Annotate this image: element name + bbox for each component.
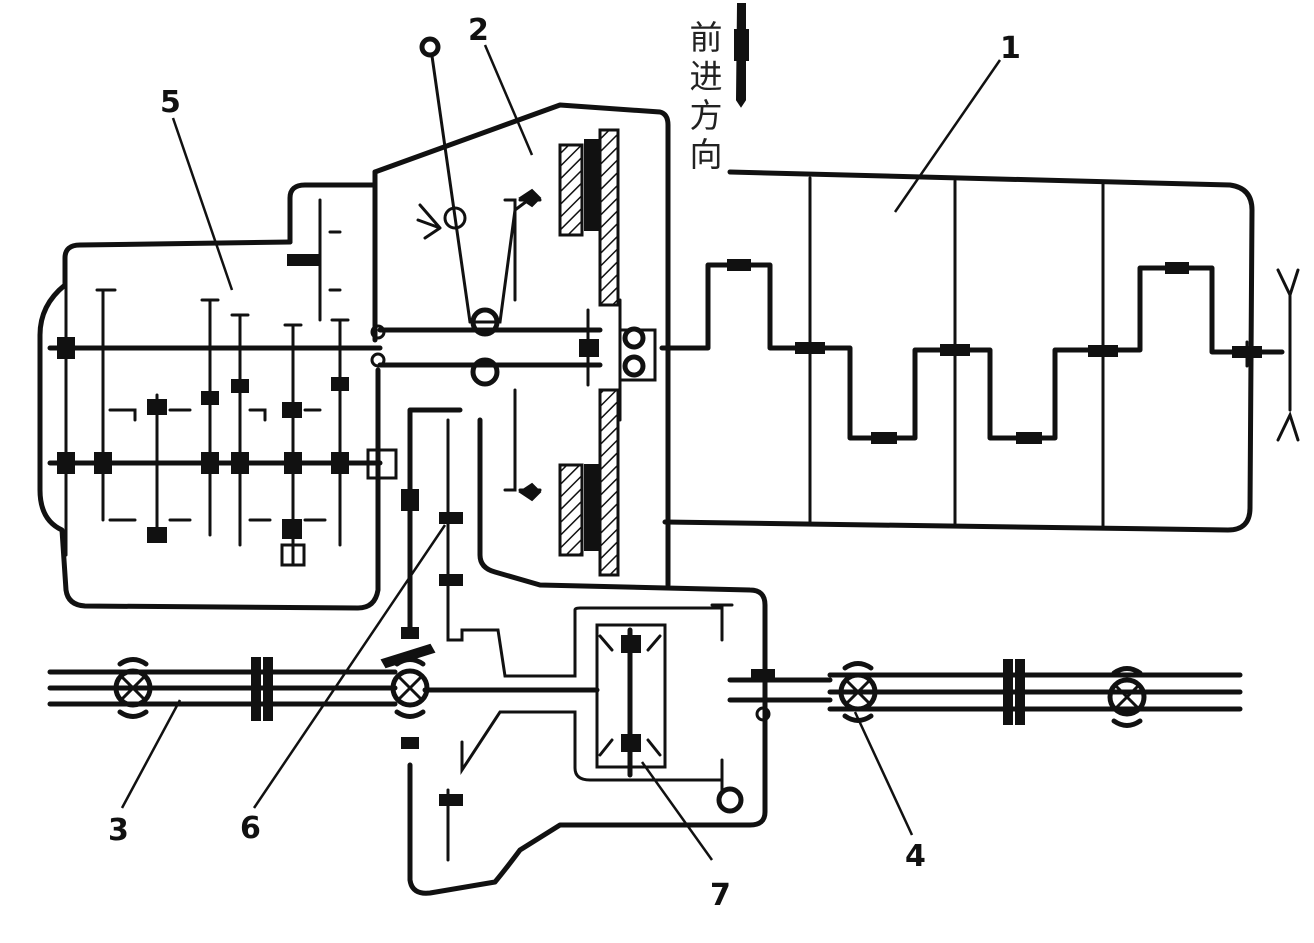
callout-6: 6: [240, 811, 261, 846]
callouts: 1 2 5 3 6 4 7: [108, 13, 1021, 913]
direction-char: 方: [689, 96, 723, 135]
final-drive: [595, 623, 833, 778]
left-axle-shaft: [47, 643, 600, 721]
gearbox: [37, 198, 398, 611]
direction-char: 前: [689, 18, 723, 57]
callout-1: 1: [1000, 31, 1021, 66]
leader-lines: [120, 44, 1002, 861]
callout-5: 5: [160, 85, 181, 120]
direction-char: 进: [689, 57, 723, 96]
right-axle-shaft: [827, 659, 1243, 728]
callout-2: 2: [468, 13, 489, 48]
transfer-gear: [401, 407, 768, 896]
direction-char: 向: [689, 135, 723, 174]
cv-joint-icon: [113, 657, 153, 719]
cv-joint-icon: [1107, 666, 1147, 728]
cv-joint-icon: [390, 657, 430, 719]
callout-4: 4: [905, 839, 926, 874]
callout-3: 3: [108, 813, 129, 848]
clutch: [287, 36, 671, 588]
callout-7: 7: [710, 878, 731, 913]
direction-arrow: [734, 3, 749, 108]
forward-direction-label: 前 进 方 向: [686, 18, 726, 174]
engine: [659, 169, 1300, 533]
